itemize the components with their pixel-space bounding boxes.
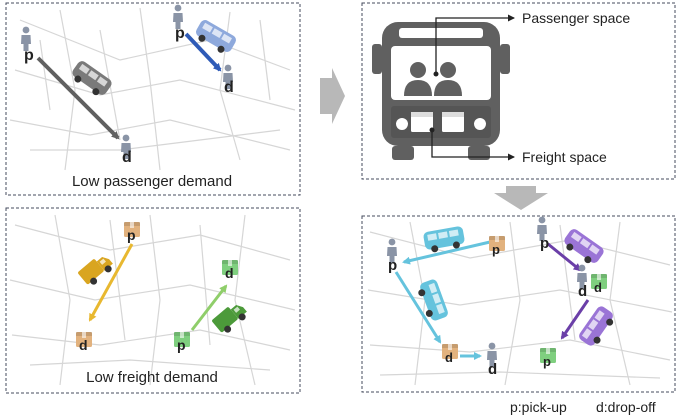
dropoff-marker: d xyxy=(225,265,234,281)
legend-dropoff: d:drop-off xyxy=(596,399,656,415)
pickup-marker: p xyxy=(388,257,397,274)
passenger-space-label: Passenger space xyxy=(522,10,630,26)
dropoff-marker: d xyxy=(594,280,602,295)
caption-low-passenger: Low passenger demand xyxy=(72,173,232,190)
pickup-marker: p xyxy=(492,242,500,257)
route-arrow-dark xyxy=(36,56,120,140)
pickup-marker: p xyxy=(127,227,136,243)
callout-passenger xyxy=(433,14,515,77)
route-arrow-purple xyxy=(560,299,590,340)
route-arrow-cyan xyxy=(394,271,442,344)
panel-low-passenger: p p d d Low passenger demand xyxy=(5,2,301,196)
dropoff-marker: d xyxy=(122,149,132,166)
dropoff-marker: d xyxy=(445,350,453,365)
callout-freight xyxy=(429,127,515,161)
transition-arrow-down xyxy=(494,186,548,210)
panel-low-freight: p d p d Low freight demand xyxy=(5,207,301,394)
panel-combined: p p p d d d d p xyxy=(361,215,676,393)
panel-shared-bus: Passenger space Freight space xyxy=(361,2,676,180)
dropoff-marker: d xyxy=(488,361,497,378)
dropoff-marker: d xyxy=(224,79,234,96)
dropoff-marker: d xyxy=(79,337,88,353)
bus-front-icon xyxy=(372,22,510,160)
route-arrow-yellow xyxy=(88,243,134,322)
street-map-background xyxy=(9,214,296,386)
route-arrow-cyan xyxy=(402,240,491,265)
parcel-icon xyxy=(411,112,464,132)
pickup-marker: p xyxy=(540,235,549,252)
caption-low-freight: Low freight demand xyxy=(86,369,218,386)
passenger-icon xyxy=(404,62,462,96)
route-arrow-blue xyxy=(184,32,222,72)
dropoff-marker: d xyxy=(578,283,587,300)
freight-space-label: Freight space xyxy=(522,149,607,165)
pickup-marker: p xyxy=(543,354,551,369)
route-arrow-green xyxy=(190,284,228,331)
route-arrow-purple xyxy=(547,242,582,272)
transition-arrow-right xyxy=(320,68,345,124)
pickup-marker: p xyxy=(177,337,186,353)
pickup-marker: p xyxy=(24,47,34,64)
legend-pickup: p:pick-up xyxy=(510,399,567,415)
pickup-marker: p xyxy=(175,25,185,42)
